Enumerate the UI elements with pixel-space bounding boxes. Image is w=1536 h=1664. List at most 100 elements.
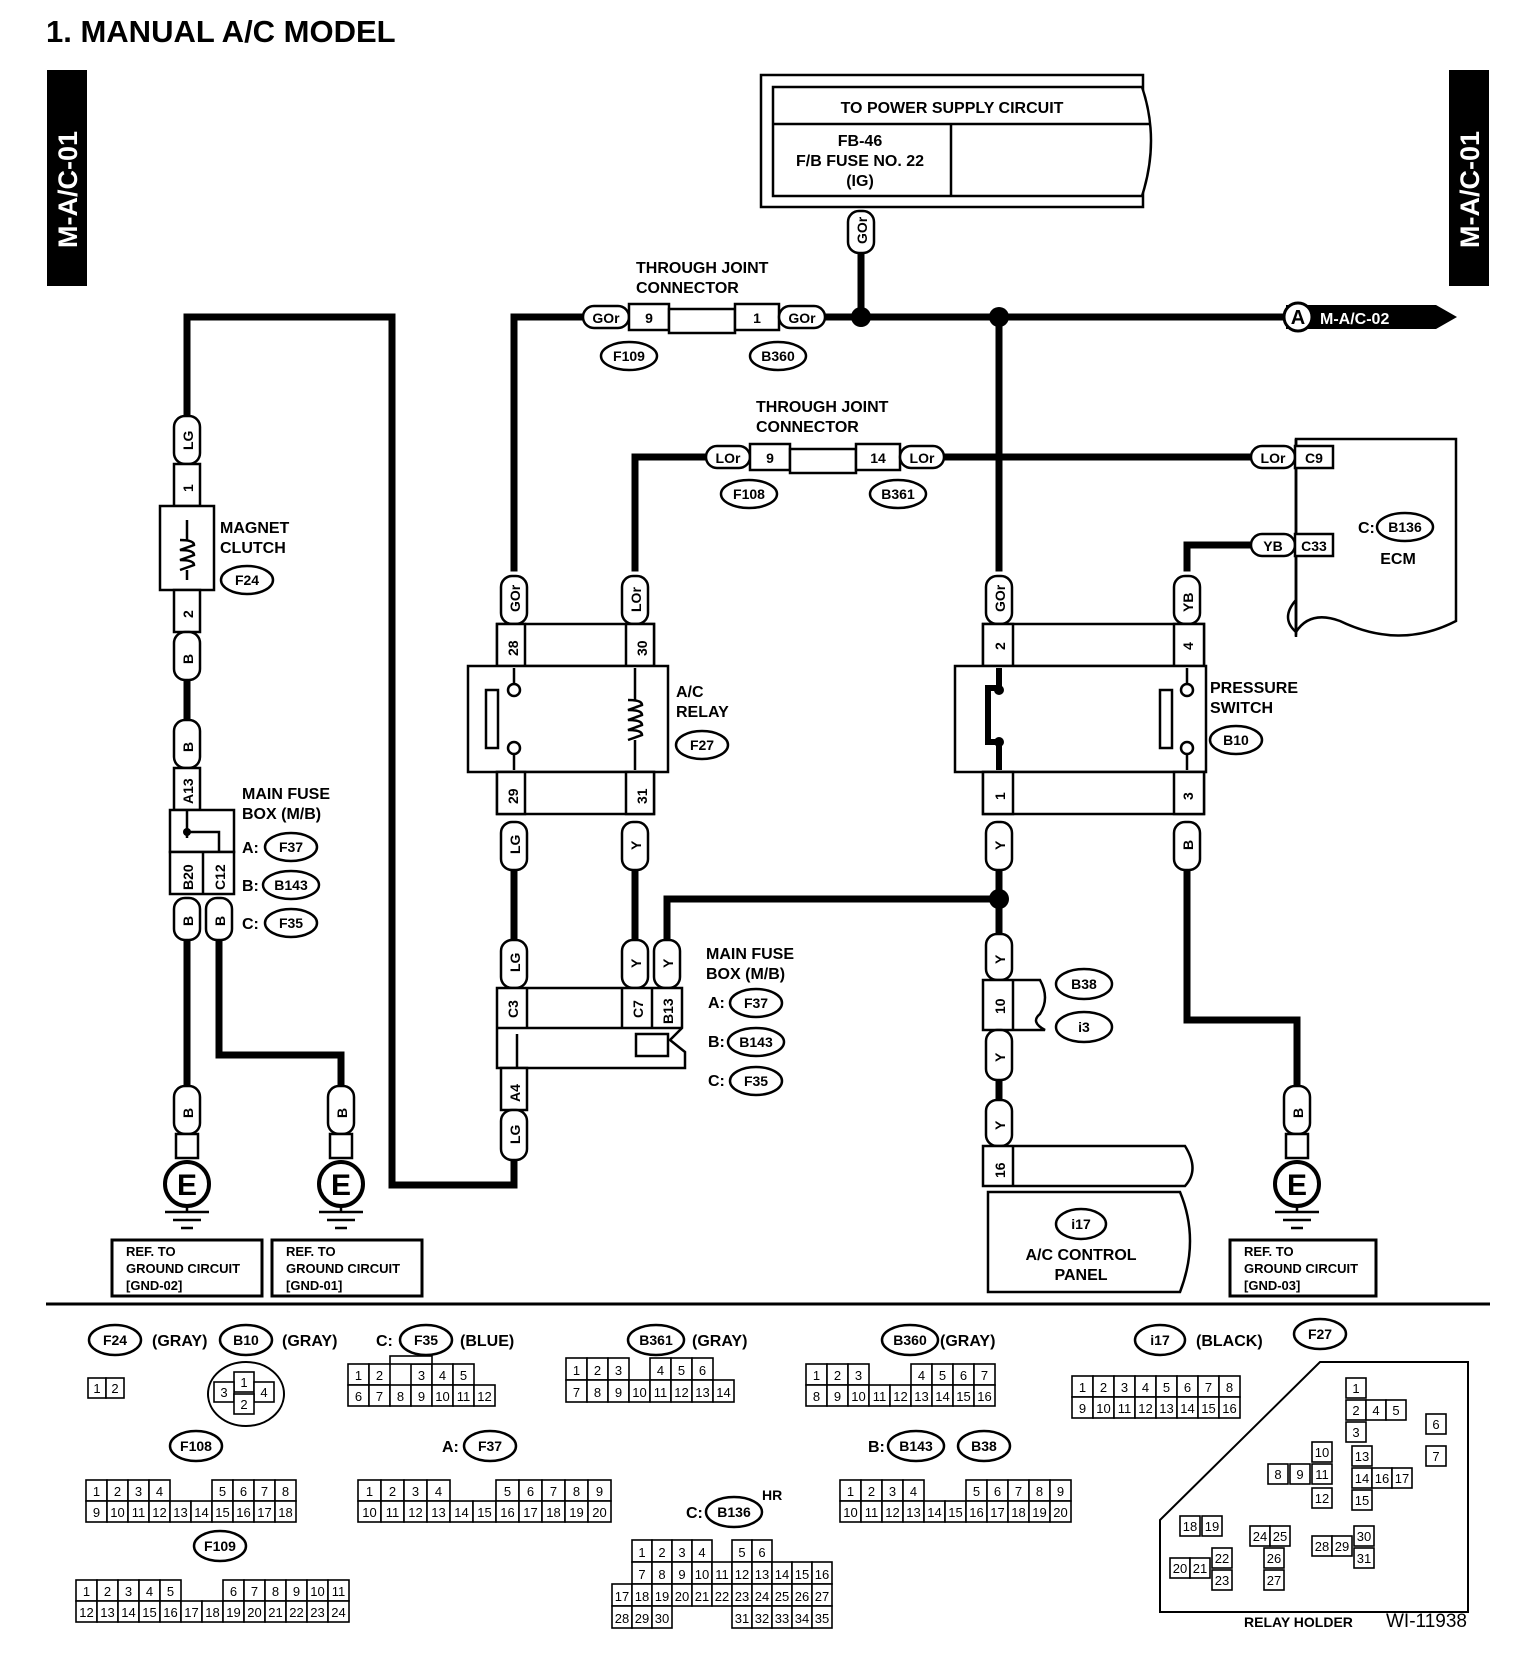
connector-legend: F24 (GRAY) B10 (GRAY) C: F35 (BLUE) B361… [87,1317,1467,1632]
svg-text:17: 17 [1395,1471,1409,1486]
svg-text:13: 13 [695,1385,709,1400]
svg-text:22: 22 [289,1605,303,1620]
svg-text:A13: A13 [180,778,196,804]
svg-text:A:: A: [442,1439,459,1456]
svg-text:20: 20 [675,1589,689,1604]
svg-text:8: 8 [813,1389,820,1404]
svg-text:4: 4 [657,1363,664,1378]
svg-text:22: 22 [1215,1551,1229,1566]
svg-text:12: 12 [893,1389,907,1404]
svg-text:1: 1 [366,1484,373,1499]
svg-text:B361: B361 [639,1332,673,1348]
svg-text:15: 15 [956,1389,970,1404]
svg-text:7: 7 [376,1389,383,1404]
svg-text:13: 13 [755,1567,769,1582]
svg-text:5: 5 [738,1545,745,1560]
svg-text:20: 20 [247,1605,261,1620]
svg-text:2: 2 [1100,1380,1107,1395]
wires [183,251,1301,1189]
connector-i3: i3 [1078,1019,1090,1035]
power-supply-line3: (IG) [846,173,874,190]
svg-text:B136: B136 [717,1504,751,1520]
svg-text:5: 5 [460,1368,467,1383]
svg-text:35: 35 [815,1611,829,1626]
svg-text:14: 14 [716,1385,730,1400]
svg-text:16: 16 [969,1505,983,1520]
svg-text:[GND-03]: [GND-03] [1244,1278,1300,1293]
svg-text:11: 11 [1315,1467,1329,1482]
svg-text:16: 16 [500,1505,514,1520]
svg-text:30: 30 [655,1611,669,1626]
svg-text:B:: B: [868,1439,885,1456]
svg-text:9: 9 [596,1484,603,1499]
svg-text:7: 7 [981,1368,988,1383]
svg-text:GROUND CIRCUIT: GROUND CIRCUIT [286,1261,400,1276]
svg-text:26: 26 [795,1589,809,1604]
svg-text:MAIN FUSE: MAIN FUSE [706,946,794,963]
relay-holder-label: RELAY HOLDER [1244,1614,1353,1630]
svg-text:BOX (M/B): BOX (M/B) [242,806,321,823]
connector-F27: F27 [690,737,714,753]
svg-text:A:: A: [242,840,259,857]
svg-text:7: 7 [550,1484,557,1499]
main-fuse-box-center: LG Y Y C3 C7 B13 A4 LG MAIN FUSE BOX (M/… [495,938,794,1162]
svg-text:(GRAY): (GRAY) [152,1333,207,1350]
svg-text:B20: B20 [180,864,196,890]
svg-text:2: 2 [1352,1403,1359,1418]
svg-text:C:: C: [376,1333,393,1350]
svg-text:Y: Y [992,954,1008,964]
connector-F35-left: F35 [279,915,303,931]
svg-text:5: 5 [219,1484,226,1499]
svg-text:3: 3 [1180,792,1196,800]
svg-text:(GRAY): (GRAY) [282,1333,337,1350]
svg-text:6: 6 [1184,1380,1191,1395]
svg-text:Y: Y [992,840,1008,850]
svg-text:19: 19 [226,1605,240,1620]
svg-text:1: 1 [93,1484,100,1499]
svg-text:30: 30 [1357,1529,1371,1544]
svg-text:6: 6 [1432,1417,1439,1432]
svg-text:GOr: GOr [992,584,1008,612]
svg-text:16: 16 [236,1505,250,1520]
svg-text:C12: C12 [212,864,228,890]
svg-text:2: 2 [834,1368,841,1383]
svg-text:15: 15 [1201,1401,1215,1416]
svg-text:14: 14 [1180,1401,1194,1416]
ground-ref-gnd03: REF. TO GROUND CIRCUIT [GND-03] [1228,1238,1378,1298]
svg-text:2: 2 [240,1397,247,1412]
connector-label-1: CONNECTOR [636,280,739,297]
svg-text:4: 4 [146,1584,153,1599]
svg-text:9: 9 [678,1567,685,1582]
svg-text:7: 7 [1205,1380,1212,1395]
svg-text:4: 4 [439,1368,446,1383]
ecm-label: ECM [1380,551,1416,568]
magnet-clutch: LG 1 2 B MAGNET CLUTCH F24 [158,414,290,682]
svg-text:B: B [212,916,228,926]
svg-text:4: 4 [1372,1403,1379,1418]
svg-text:9: 9 [293,1584,300,1599]
svg-text:6: 6 [355,1389,362,1404]
svg-text:F24: F24 [103,1332,127,1348]
svg-text:9: 9 [93,1505,100,1520]
svg-text:A:: A: [708,995,725,1012]
svg-text:8: 8 [1226,1380,1233,1395]
svg-text:21: 21 [695,1589,709,1604]
power-supply-box: TO POWER SUPPLY CIRCUIT FB-46 F/B FUSE N… [759,73,1153,209]
svg-text:F108: F108 [180,1438,212,1454]
svg-text:1: 1 [753,310,761,326]
svg-text:14: 14 [1355,1471,1369,1486]
svg-text:7: 7 [638,1567,645,1582]
svg-text:Y: Y [660,958,676,968]
svg-text:2: 2 [868,1484,875,1499]
svg-text:12: 12 [79,1605,93,1620]
svg-text:3: 3 [615,1363,622,1378]
svg-text:19: 19 [1205,1519,1219,1534]
svg-text:18: 18 [278,1505,292,1520]
svg-text:14: 14 [121,1605,135,1620]
svg-text:18: 18 [546,1505,560,1520]
svg-text:10: 10 [695,1567,709,1582]
svg-text:6: 6 [994,1484,1001,1499]
svg-text:18: 18 [1183,1519,1197,1534]
svg-text:28: 28 [505,640,521,656]
svg-text:9: 9 [766,450,774,466]
